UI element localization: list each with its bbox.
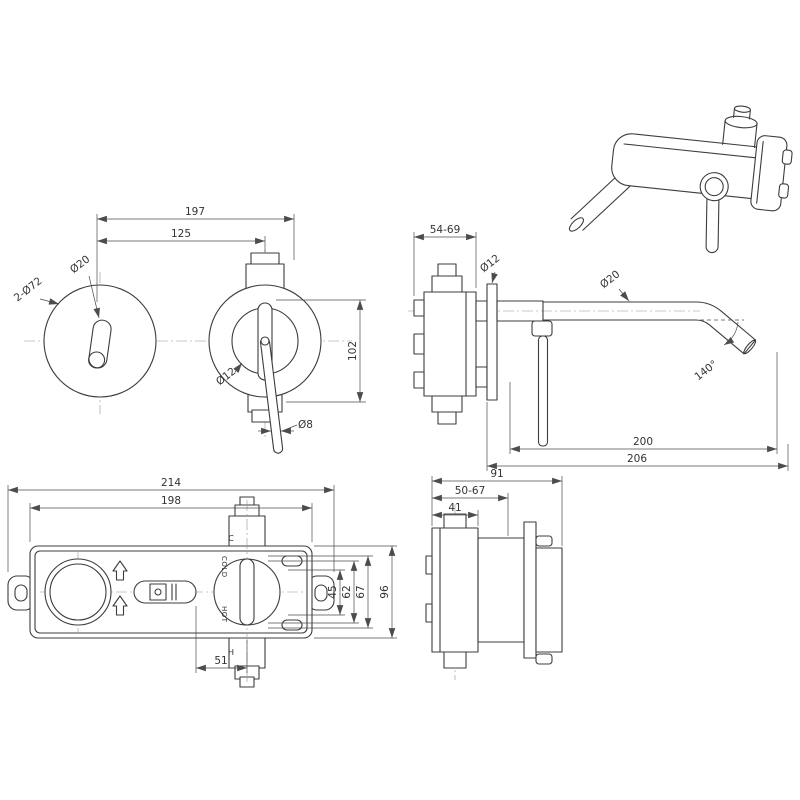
body-3d: [611, 133, 772, 199]
dim-label-214: 214: [161, 477, 181, 489]
dim-label-dia20-side: Ø20: [598, 268, 622, 291]
box-side-body: [425, 513, 479, 669]
dim-label-206: 206: [627, 453, 647, 465]
side-view: 54-69 Ø12 Ø20 140° 200 206: [408, 224, 789, 471]
up-arrow-icon: [112, 560, 128, 581]
cold-short-label: C: [228, 534, 234, 543]
wall-bracket-3d: [750, 135, 793, 212]
in-wall-valve-body: [413, 263, 488, 425]
spout-hole-inner: [49, 563, 107, 621]
box-inner-outline: [34, 550, 308, 634]
dim-label-54-69: 54-69: [430, 224, 461, 236]
dim-label-51: 51: [214, 655, 227, 667]
dim-label-200: 200: [633, 436, 653, 448]
dim-label-91: 91: [490, 468, 503, 480]
dim-label-197: 197: [185, 206, 205, 218]
cold-label: COLD: [220, 556, 228, 578]
dim-label-dia20: Ø20: [68, 253, 92, 276]
spout-threaded-base: [496, 300, 544, 322]
spout-tube-side: [542, 301, 757, 355]
spout-hole: [44, 558, 112, 626]
threaded-sleeve: [477, 537, 525, 643]
wall-flange: [523, 521, 537, 659]
dim-label-125: 125: [171, 228, 191, 240]
escutcheon-side: [486, 283, 498, 401]
dim-label-50-67: 50-67: [455, 485, 486, 497]
flange-tab-bottom: [535, 653, 553, 665]
aerator-knob-3d: [722, 105, 758, 149]
dim-label-dia12-side: Ø12: [478, 252, 502, 275]
box-side-view: 91 50-67 41: [425, 468, 563, 680]
cartridge-stem: [239, 558, 255, 626]
body-highlight-line: [623, 143, 760, 159]
perspective-view: [568, 105, 793, 254]
dim-label-62: 62: [341, 585, 353, 598]
cartridge-ports: [245, 252, 285, 423]
dim-label-96: 96: [379, 585, 391, 599]
dim-label-102: 102: [347, 341, 359, 361]
handle-pivot: [260, 336, 270, 346]
handle-side: [531, 320, 553, 447]
screw-slot-bottom: [281, 619, 303, 631]
box-front-view: C COLD HOT H 214 198 51 45: [7, 477, 397, 688]
mounting-ears: [7, 575, 335, 611]
flange-tab-top: [535, 535, 553, 547]
dim-label-dia8: Ø8: [298, 419, 313, 431]
dim-label-45: 45: [327, 585, 339, 598]
handle-3d: [699, 172, 729, 254]
box-front-dimensions: 214 198 51 45 62 67: [7, 477, 397, 673]
hot-label: HOT: [220, 606, 228, 623]
up-arrow-icon: [112, 595, 128, 616]
dim-label-67: 67: [355, 585, 367, 598]
dim-label-2dia72: 2-Ø72: [12, 275, 45, 304]
center-bridge: [133, 580, 197, 604]
dim-label-41: 41: [448, 502, 461, 514]
dim-label-140deg: 140°: [692, 358, 719, 383]
box-side-dimensions: 91 50-67 41: [431, 468, 563, 546]
spout-aerator: [88, 351, 106, 369]
valve-rear-body: [535, 547, 563, 653]
front-view: 197 125 102 Ø8 2-Ø72 Ø20 Ø12: [12, 206, 366, 454]
hot-short-label: H: [228, 648, 234, 657]
dim-label-198: 198: [161, 495, 181, 507]
